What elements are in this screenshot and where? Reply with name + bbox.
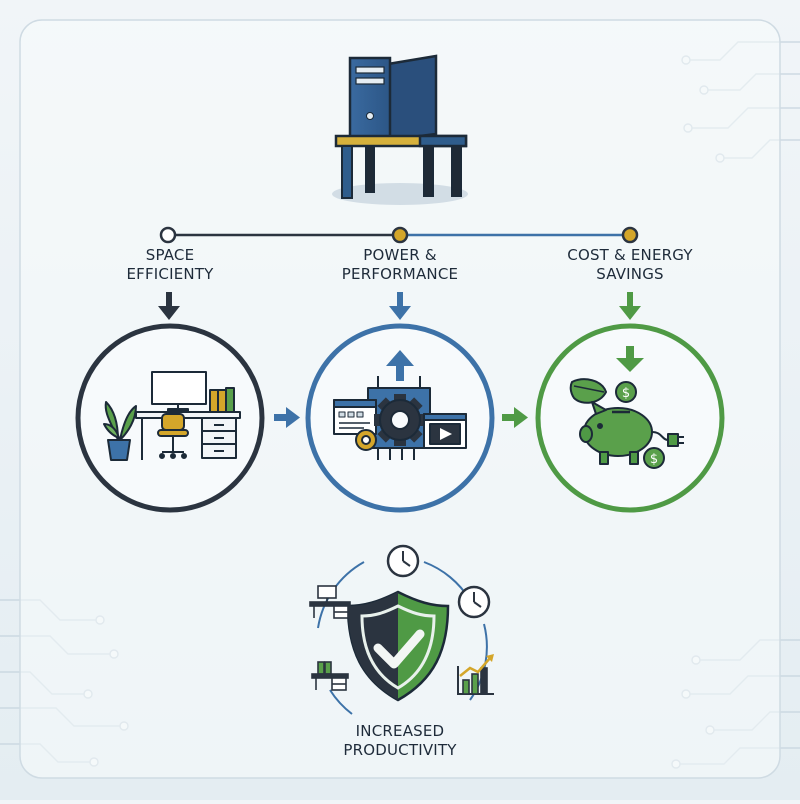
- plug-icon: [651, 431, 684, 447]
- shield-check-icon: [346, 590, 450, 702]
- savings-icon: $ $: [569, 346, 684, 469]
- timeline-node-cost: [621, 226, 639, 244]
- timeline: [159, 226, 639, 244]
- window-icon: [333, 399, 377, 435]
- plant-icon: [103, 401, 137, 461]
- down-arrow-space: [158, 292, 180, 320]
- right-arrow-1: [274, 407, 300, 428]
- clock-icon-right: [457, 585, 491, 619]
- small-gear-icon: [355, 429, 377, 451]
- chair-icon: [157, 413, 189, 459]
- coin-icon-bottom: $: [643, 447, 665, 469]
- result-label: INCREASED PRODUCTIVITY: [343, 722, 457, 759]
- computer-on-desk-icon: [332, 54, 468, 205]
- down-arrow-cost: [619, 292, 641, 320]
- piggy-bank-icon: [579, 401, 653, 465]
- clock-icon-top: [386, 544, 420, 578]
- down-arrow-power: [389, 292, 411, 320]
- svg-text:$: $: [622, 386, 630, 401]
- up-arrow-icon: [386, 350, 414, 381]
- stage-label-space: SPACE EFFICIENTY: [126, 246, 214, 283]
- leaf-icon: [569, 378, 607, 404]
- coin-icon-top: $: [615, 381, 637, 403]
- bar-chart-icon: [457, 654, 494, 695]
- svg-text:$: $: [650, 452, 658, 467]
- small-desk-icon-top: [309, 585, 351, 619]
- stage-label-cost: COST & ENERGY SAVINGS: [567, 246, 693, 283]
- timeline-node-space: [159, 226, 177, 244]
- office-desk-icon: [103, 371, 241, 461]
- video-icon: [423, 413, 467, 449]
- small-desk-icon-bottom: [311, 661, 349, 691]
- stage-label-power: POWER & PERFORMANCE: [341, 246, 459, 283]
- timeline-node-power: [391, 226, 409, 244]
- gear-icon: [374, 394, 426, 446]
- inner-down-arrow-icon: [616, 346, 644, 372]
- performance-icon: [333, 350, 467, 460]
- right-arrow-2: [502, 407, 528, 428]
